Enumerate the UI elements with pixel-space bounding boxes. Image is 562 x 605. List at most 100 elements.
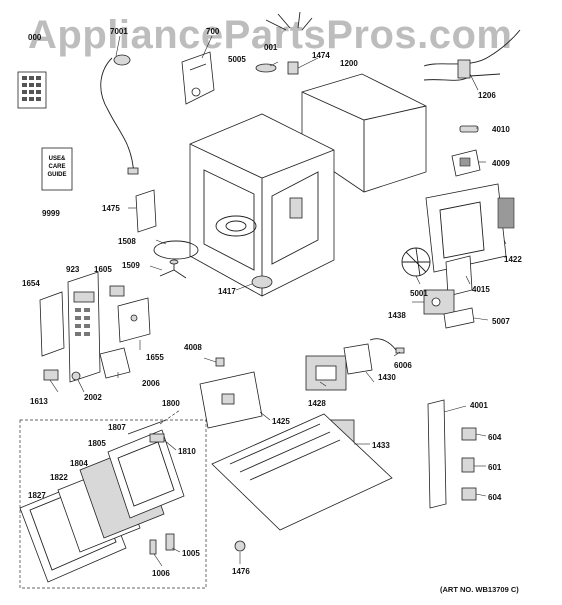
label-1810: 1810 — [178, 447, 196, 456]
part-2002-screw[interactable] — [71, 371, 81, 381]
part-1417-motor[interactable] — [251, 275, 273, 289]
label-1006: 1006 — [152, 569, 170, 578]
label-1804: 1804 — [70, 459, 88, 468]
part-5007-plate[interactable] — [443, 307, 475, 329]
part-4001-hook[interactable] — [427, 399, 447, 509]
part-1475-gasket[interactable] — [135, 189, 157, 233]
label-4001: 4001 — [470, 401, 488, 410]
label-4015: 4015 — [472, 285, 490, 294]
guide-line-3: GUIDE — [47, 172, 66, 178]
label-923: 923 — [66, 265, 80, 274]
part-4015-bracket[interactable] — [445, 255, 473, 297]
label-1822: 1822 — [50, 473, 68, 482]
part-oven-cavity — [189, 113, 335, 297]
guide-line-2: CARE — [48, 164, 65, 170]
label-5001: 5001 — [410, 289, 428, 298]
part-1425-bracket[interactable] — [199, 371, 263, 429]
label-000: 000 — [28, 33, 42, 42]
label-5007: 5007 — [492, 317, 510, 326]
label-5005: 5005 — [228, 55, 246, 64]
watermark: AppliancePartsPros.com — [28, 13, 513, 57]
label-1475: 1475 — [102, 204, 120, 213]
label-1438: 1438 — [388, 311, 406, 320]
part-1805-door-panel[interactable] — [107, 429, 185, 519]
part-4009-switch[interactable] — [451, 149, 481, 177]
part-5005-switch[interactable] — [255, 63, 277, 73]
door-assembly-box — [19, 409, 207, 589]
label-7001: 7001 — [110, 27, 128, 36]
label-1508: 1508 — [118, 237, 136, 246]
part-1810-latch-part[interactable] — [149, 433, 165, 443]
part-1509-coupler[interactable] — [159, 259, 187, 279]
label-604-top: 604 — [488, 433, 502, 442]
label-1476: 1476 — [232, 567, 250, 576]
part-7001-cord[interactable] — [100, 54, 139, 175]
part-1476-foot[interactable] — [234, 540, 246, 552]
label-1422: 1422 — [504, 255, 522, 264]
label-1474: 1474 — [312, 51, 330, 60]
label-1613: 1613 — [30, 397, 48, 406]
part-labels: 000 7001 700 5005 001 1474 1200 1206 401… — [22, 27, 522, 578]
part-1807-choke[interactable] — [127, 419, 167, 435]
part-700-bracket[interactable] — [181, 51, 215, 105]
part-2006-latch[interactable] — [99, 347, 131, 379]
label-604-bottom: 604 — [488, 493, 502, 502]
part-bottom-plate — [211, 413, 393, 531]
part-5001-fan[interactable] — [401, 247, 431, 277]
art-number: (ART NO. WB13709 C) — [440, 585, 519, 594]
part-1422-base[interactable] — [425, 183, 515, 273]
part-9999-guide[interactable]: USE& CARE GUIDE — [41, 147, 73, 191]
part-601-switch[interactable] — [461, 457, 475, 473]
part-604a-switch[interactable] — [461, 427, 477, 441]
label-1805: 1805 — [88, 439, 106, 448]
label-1655: 1655 — [146, 353, 164, 362]
label-9999: 9999 — [42, 209, 60, 218]
label-1417: 1417 — [218, 287, 236, 296]
part-604b-switch[interactable] — [461, 487, 477, 501]
label-2006: 2006 — [142, 379, 160, 388]
label-2002: 2002 — [84, 393, 102, 402]
label-1005: 1005 — [182, 549, 200, 558]
label-4010: 4010 — [492, 125, 510, 134]
part-1474-switch[interactable] — [287, 61, 299, 75]
label-1425: 1425 — [272, 417, 290, 426]
part-1005-hinge[interactable] — [165, 533, 175, 551]
part-1006-spring[interactable] — [149, 539, 157, 555]
label-4008: 4008 — [184, 343, 202, 352]
label-1807: 1807 — [108, 423, 126, 432]
part-6006-thermistor[interactable] — [369, 338, 405, 354]
label-1800: 1800 — [162, 399, 180, 408]
part-1428-transformer[interactable] — [305, 355, 347, 391]
label-1200: 1200 — [340, 59, 358, 68]
leader-lines — [49, 35, 507, 567]
label-1430: 1430 — [378, 373, 396, 382]
guide-line-1: USE& — [49, 156, 66, 162]
label-1827: 1827 — [28, 491, 46, 500]
part-1654-overlay[interactable] — [39, 291, 65, 357]
part-1655-board[interactable] — [117, 297, 151, 343]
part-1430-capacitor[interactable] — [343, 343, 373, 375]
part-1613-button[interactable] — [43, 369, 59, 381]
part-1206-harness[interactable] — [423, 29, 521, 81]
part-4008-light[interactable] — [215, 357, 225, 367]
label-1428: 1428 — [308, 399, 326, 408]
label-001: 001 — [264, 43, 278, 52]
label-4009: 4009 — [492, 159, 510, 168]
label-1509: 1509 — [122, 261, 140, 270]
part-001-wires[interactable] — [265, 11, 313, 31]
part-4010-fuse[interactable] — [459, 125, 479, 133]
label-1433: 1433 — [372, 441, 390, 450]
label-6006: 6006 — [394, 361, 412, 370]
label-1605: 1605 — [94, 265, 112, 274]
label-700: 700 — [206, 27, 220, 36]
part-1605-shield[interactable] — [109, 285, 125, 297]
label-1206: 1206 — [478, 91, 496, 100]
part-1508-roller[interactable] — [153, 240, 199, 260]
part-000-keypad[interactable] — [17, 71, 47, 109]
label-1654: 1654 — [22, 279, 40, 288]
part-1438-magnetron[interactable] — [423, 289, 455, 315]
part-923-panel[interactable] — [67, 271, 101, 383]
label-601: 601 — [488, 463, 502, 472]
